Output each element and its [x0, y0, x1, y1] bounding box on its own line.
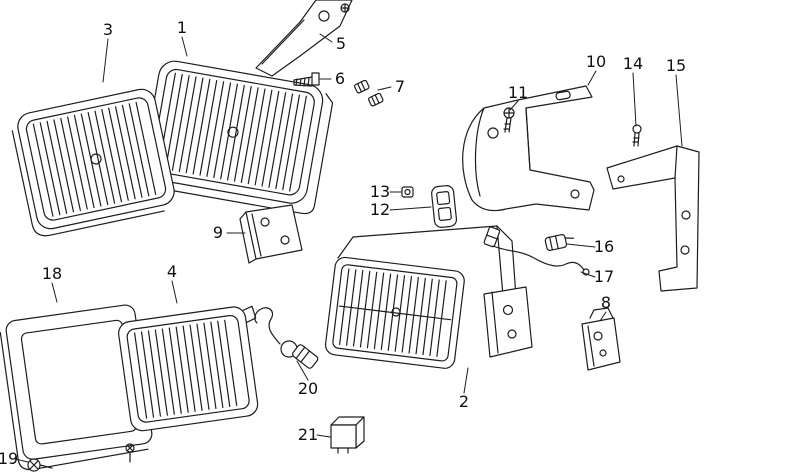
callout-18: 18 [41, 264, 63, 283]
callout-12: 12 [369, 200, 391, 219]
part-6-screw [293, 72, 320, 87]
part-8-bracket [581, 307, 621, 371]
part-11-screw [503, 107, 515, 133]
part-15-mounting-bracket [606, 145, 700, 292]
callout-5: 5 [335, 34, 347, 53]
part-4-lens [118, 305, 259, 432]
callout-19: 19 [0, 449, 19, 468]
callout-7: 7 [394, 77, 406, 96]
callout-6: 6 [334, 69, 346, 88]
callout-21: 21 [297, 425, 319, 444]
callout-4: 4 [166, 262, 178, 281]
callout-3: 3 [102, 20, 114, 39]
callout-17: 17 [593, 267, 615, 286]
callout-20: 20 [297, 379, 319, 398]
part-19-screw [27, 458, 53, 472]
callout-2: 2 [458, 392, 470, 411]
part-1-fog-light [142, 60, 334, 215]
callout-11: 11 [507, 83, 529, 102]
leader-lines [14, 33, 683, 463]
callout-14: 14 [622, 54, 644, 73]
part-20-bulb-socket [254, 307, 319, 369]
callout-8: 8 [600, 293, 612, 312]
part-16-clip [544, 234, 574, 251]
part-13-nut [401, 186, 414, 198]
part-10-mounting-bracket [462, 85, 595, 212]
part-3-fog-light-lens [11, 88, 175, 237]
part-5-mounting-arm [255, 0, 353, 77]
callout-13: 13 [369, 182, 391, 201]
callout-15: 15 [665, 56, 687, 75]
part-17-wiring [483, 226, 590, 276]
part-2-fog-light-assembly [324, 225, 533, 369]
part-14-screw [632, 124, 642, 147]
callout-16: 16 [593, 237, 615, 256]
part-7-clip-nuts [354, 79, 384, 107]
callout-1: 1 [176, 18, 188, 37]
part-9-bracket [239, 204, 303, 264]
callout-9: 9 [212, 223, 224, 242]
callout-10: 10 [585, 52, 607, 71]
part-21-relay [330, 416, 365, 454]
part-12-spacer-plate [431, 185, 458, 228]
